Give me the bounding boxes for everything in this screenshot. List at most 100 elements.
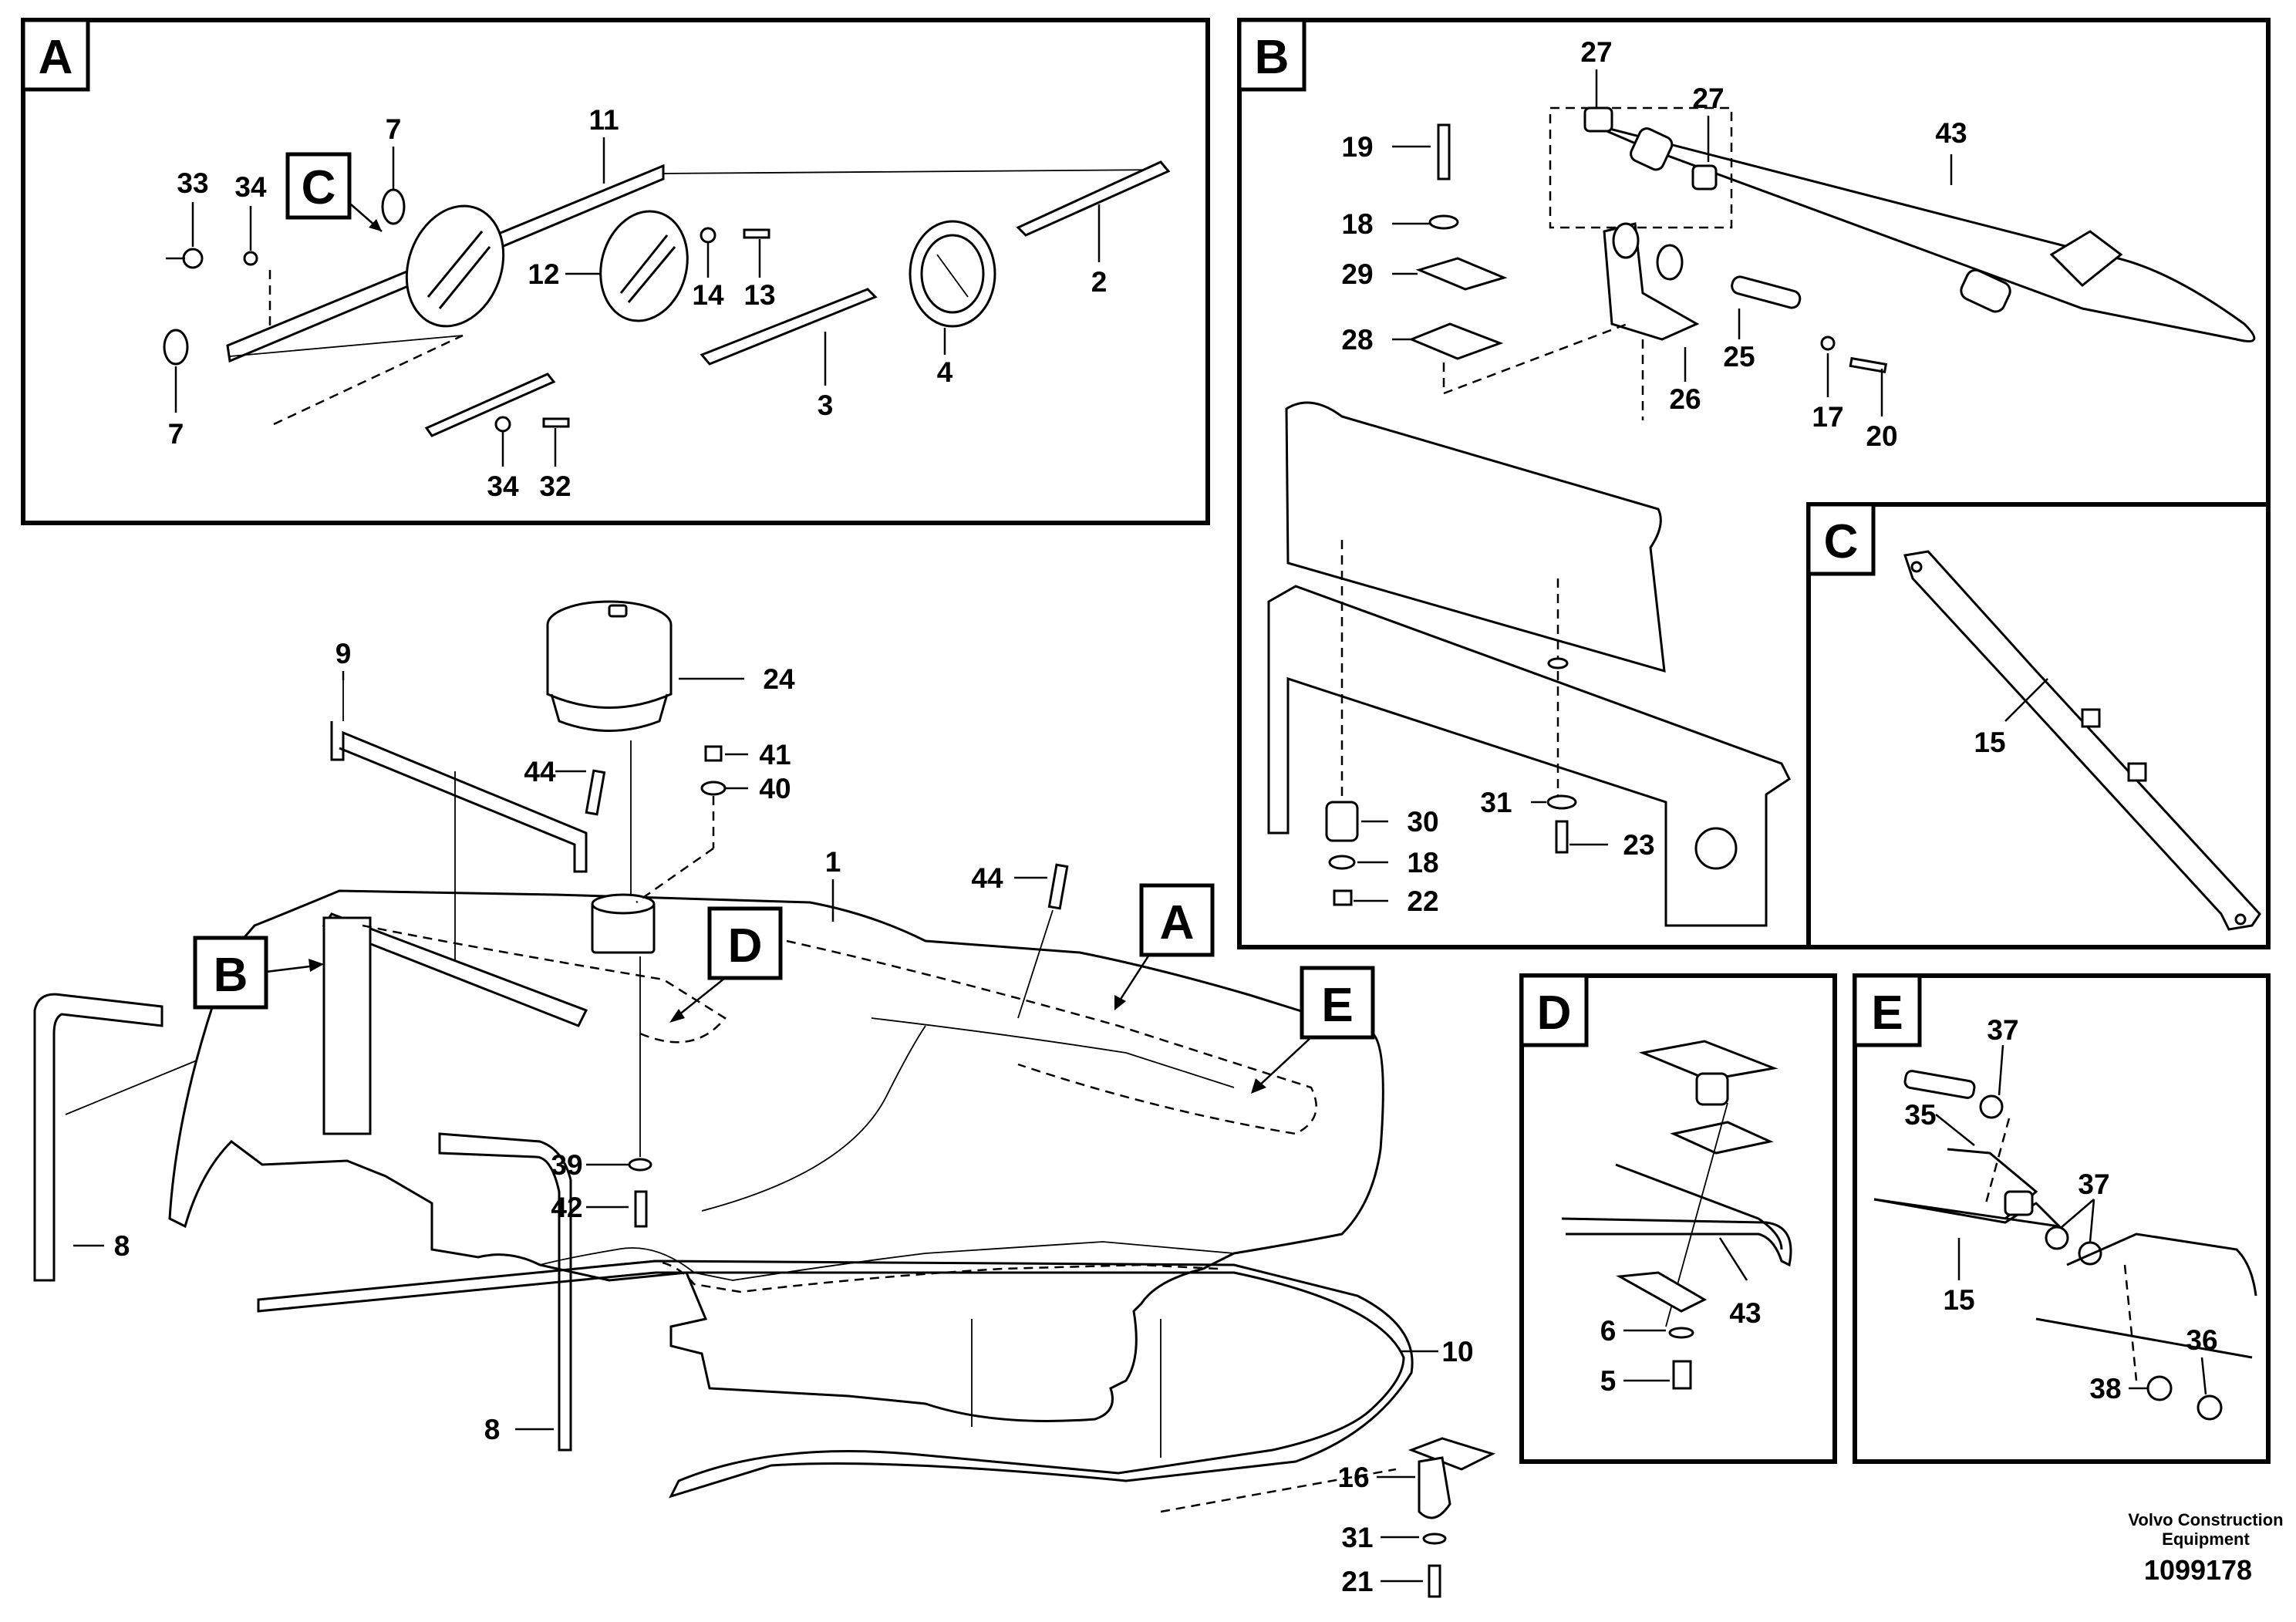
callout-b: B [214,949,248,1002]
mount-plate [1638,1040,1778,1081]
screw-13 [743,228,770,239]
washer-40 [700,781,727,796]
label-7-top: 7 [386,113,402,145]
label-43-d: 43 [1729,1297,1761,1329]
callout-d: D [728,919,763,973]
panel-c-tag-box [1806,502,1876,576]
label-34-lower: 34 [487,470,519,502]
label-20: 20 [1866,420,1897,452]
spacer-30 [1325,801,1359,842]
label-27a: 27 [1580,36,1612,68]
washer-6 [1668,1327,1694,1339]
bolt-5 [1672,1360,1692,1390]
support-bar [1903,550,2261,931]
washer-14 [700,227,716,244]
washer-39 [628,1158,652,1172]
bushing-27b [1583,106,1613,133]
label-11: 11 [588,104,619,136]
washer-37b [2078,1241,2102,1266]
mount-bracket-16 [1408,1437,1496,1471]
bolt-19 [1437,123,1451,180]
washer-37-top [1979,1094,2004,1119]
bolt-42 [634,1190,648,1228]
panel-d-tag: D [1537,986,1572,1040]
callout-d-box [707,906,783,980]
hose-9 [330,721,588,873]
footer: Volvo Construction Equipment 1099178 [2128,1510,2283,1586]
label-32: 32 [539,470,571,502]
panel-a-tag-box [21,18,90,92]
rail-hinge [2049,230,2123,288]
label-8-right: 8 [484,1414,501,1445]
bar-clip-2 [2127,762,2147,782]
label-18-bottom: 18 [1407,847,1438,878]
trim-strip-upper [1016,160,1171,237]
label-19: 19 [1341,131,1373,163]
drawing-number: 1099178 [2144,1554,2252,1586]
washer-37a [2045,1226,2069,1250]
label-6: 6 [1600,1315,1617,1347]
label-23: 23 [1623,829,1654,861]
nut-36 [2197,1394,2223,1421]
label-30: 30 [1407,806,1438,838]
label-1: 1 [825,846,841,878]
bolt-20 [1849,356,1888,373]
washer-17 [1820,336,1836,351]
lower-clip [1616,1271,1708,1313]
hinge-box [322,916,372,1135]
bolt-41 [704,745,723,762]
nut-33 [182,248,204,269]
bracket-eye-right [1656,244,1684,281]
label-42: 42 [551,1192,582,1223]
label-27b: 27 [1692,83,1724,114]
shim-28 [1408,322,1504,360]
grommet-7-bottom [163,329,189,366]
label-35: 35 [1904,1099,1936,1131]
company-line-1: Volvo Construction [2128,1510,2283,1529]
panel-a-c-callout: C [302,161,336,214]
label-14: 14 [692,279,724,311]
bolt-35 [1903,1070,1976,1099]
screw-32 [542,417,570,428]
label-43: 43 [1935,117,1967,149]
label-10: 10 [1441,1336,1473,1367]
panel-a-c-callout-box [285,152,352,220]
panel-a: A [21,18,1210,525]
handle-rail [1588,122,2256,342]
label-31-main: 31 [1341,1522,1373,1553]
frame-hole [1694,827,1738,870]
label-29: 29 [1341,258,1373,290]
washer-38 [2146,1375,2173,1401]
bar-bushing [2004,1190,2034,1216]
panel-d-tag-box [1519,973,1589,1047]
label-15-e: 15 [1943,1284,1974,1316]
label-15: 15 [1974,727,2005,758]
label-44-left: 44 [524,756,556,787]
label-9: 9 [335,638,352,669]
trim-strip-lower [700,288,878,366]
machine-frame [1267,585,1791,927]
label-3: 3 [818,389,834,421]
company-line-2: Equipment [2162,1529,2250,1549]
callout-a: A [1160,896,1195,949]
label-44-right: 44 [971,862,1003,894]
label-17: 17 [1812,401,1843,433]
callout-a-box [1139,883,1215,957]
lower-bracket [424,373,556,437]
washer-31-main [1422,1533,1447,1545]
panel-e-tag-box [1853,973,1922,1047]
label-33: 33 [177,167,208,199]
label-21: 21 [1341,1566,1373,1597]
label-4: 4 [937,356,953,388]
pin-25 [1731,275,1802,309]
panel-b-tag: B [1255,31,1290,84]
callout-b-box [193,936,268,1010]
panel-e: E 37 35 37 15 36 38 [1853,973,2271,1464]
cover-disc [405,204,505,328]
shim-29 [1415,257,1508,291]
label-24: 24 [763,663,795,695]
label-38: 38 [2089,1373,2121,1404]
panel-d: D 43 6 5 [1519,973,1837,1464]
bracket-eye-left [1612,222,1640,259]
bar-clip-1 [2081,708,2101,728]
